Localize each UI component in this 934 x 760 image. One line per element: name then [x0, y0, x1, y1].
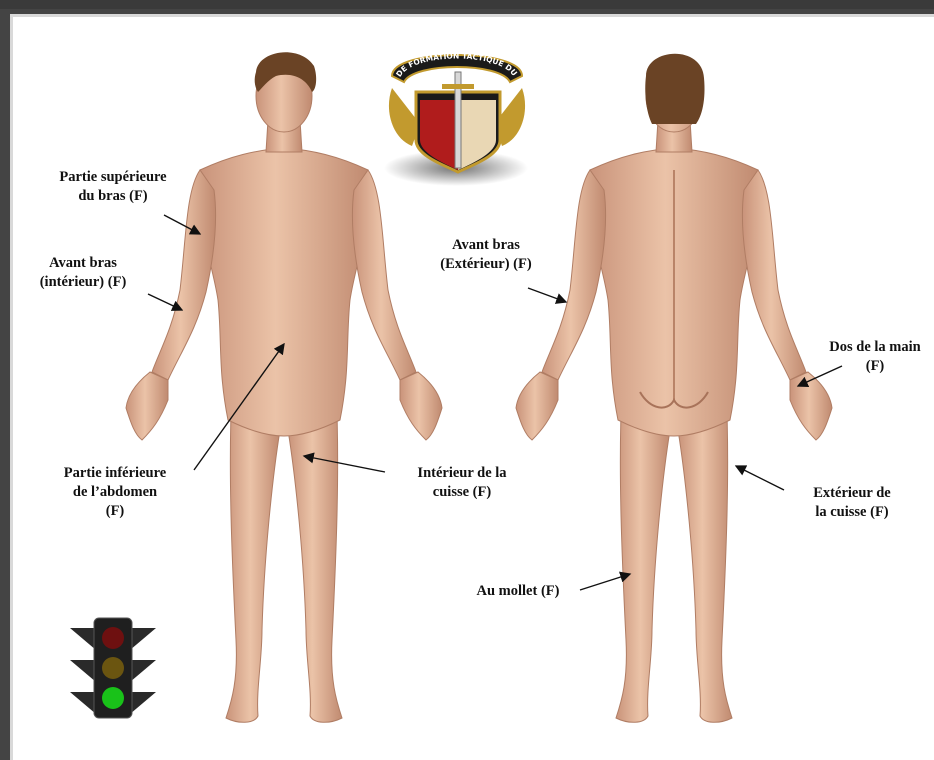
label-calf: Au mollet (F): [462, 582, 574, 601]
label-forearm-inner: Avant bras(intérieur) (F): [18, 254, 148, 292]
traffic-light: [70, 618, 156, 718]
amber-light: [102, 657, 124, 679]
red-light: [102, 627, 124, 649]
label-upper-arm: Partie supérieuredu bras (F): [38, 168, 188, 206]
label-back-of-hand: Dos de la main(F): [816, 338, 934, 376]
label-lower-abdomen: Partie inférieurede l’abdomen(F): [40, 464, 190, 521]
label-outer-thigh: Extérieur dela cuisse (F): [790, 484, 914, 522]
arrow-calf: [580, 574, 630, 590]
label-forearm-outer: Avant bras(Extérieur) (F): [422, 236, 550, 274]
arrow-forearm-outer: [528, 288, 566, 302]
green-light: [102, 687, 124, 709]
back-hair: [645, 54, 704, 124]
arrow-outer-thigh: [736, 466, 784, 490]
label-inner-thigh: Intérieur de lacuisse (F): [392, 464, 532, 502]
